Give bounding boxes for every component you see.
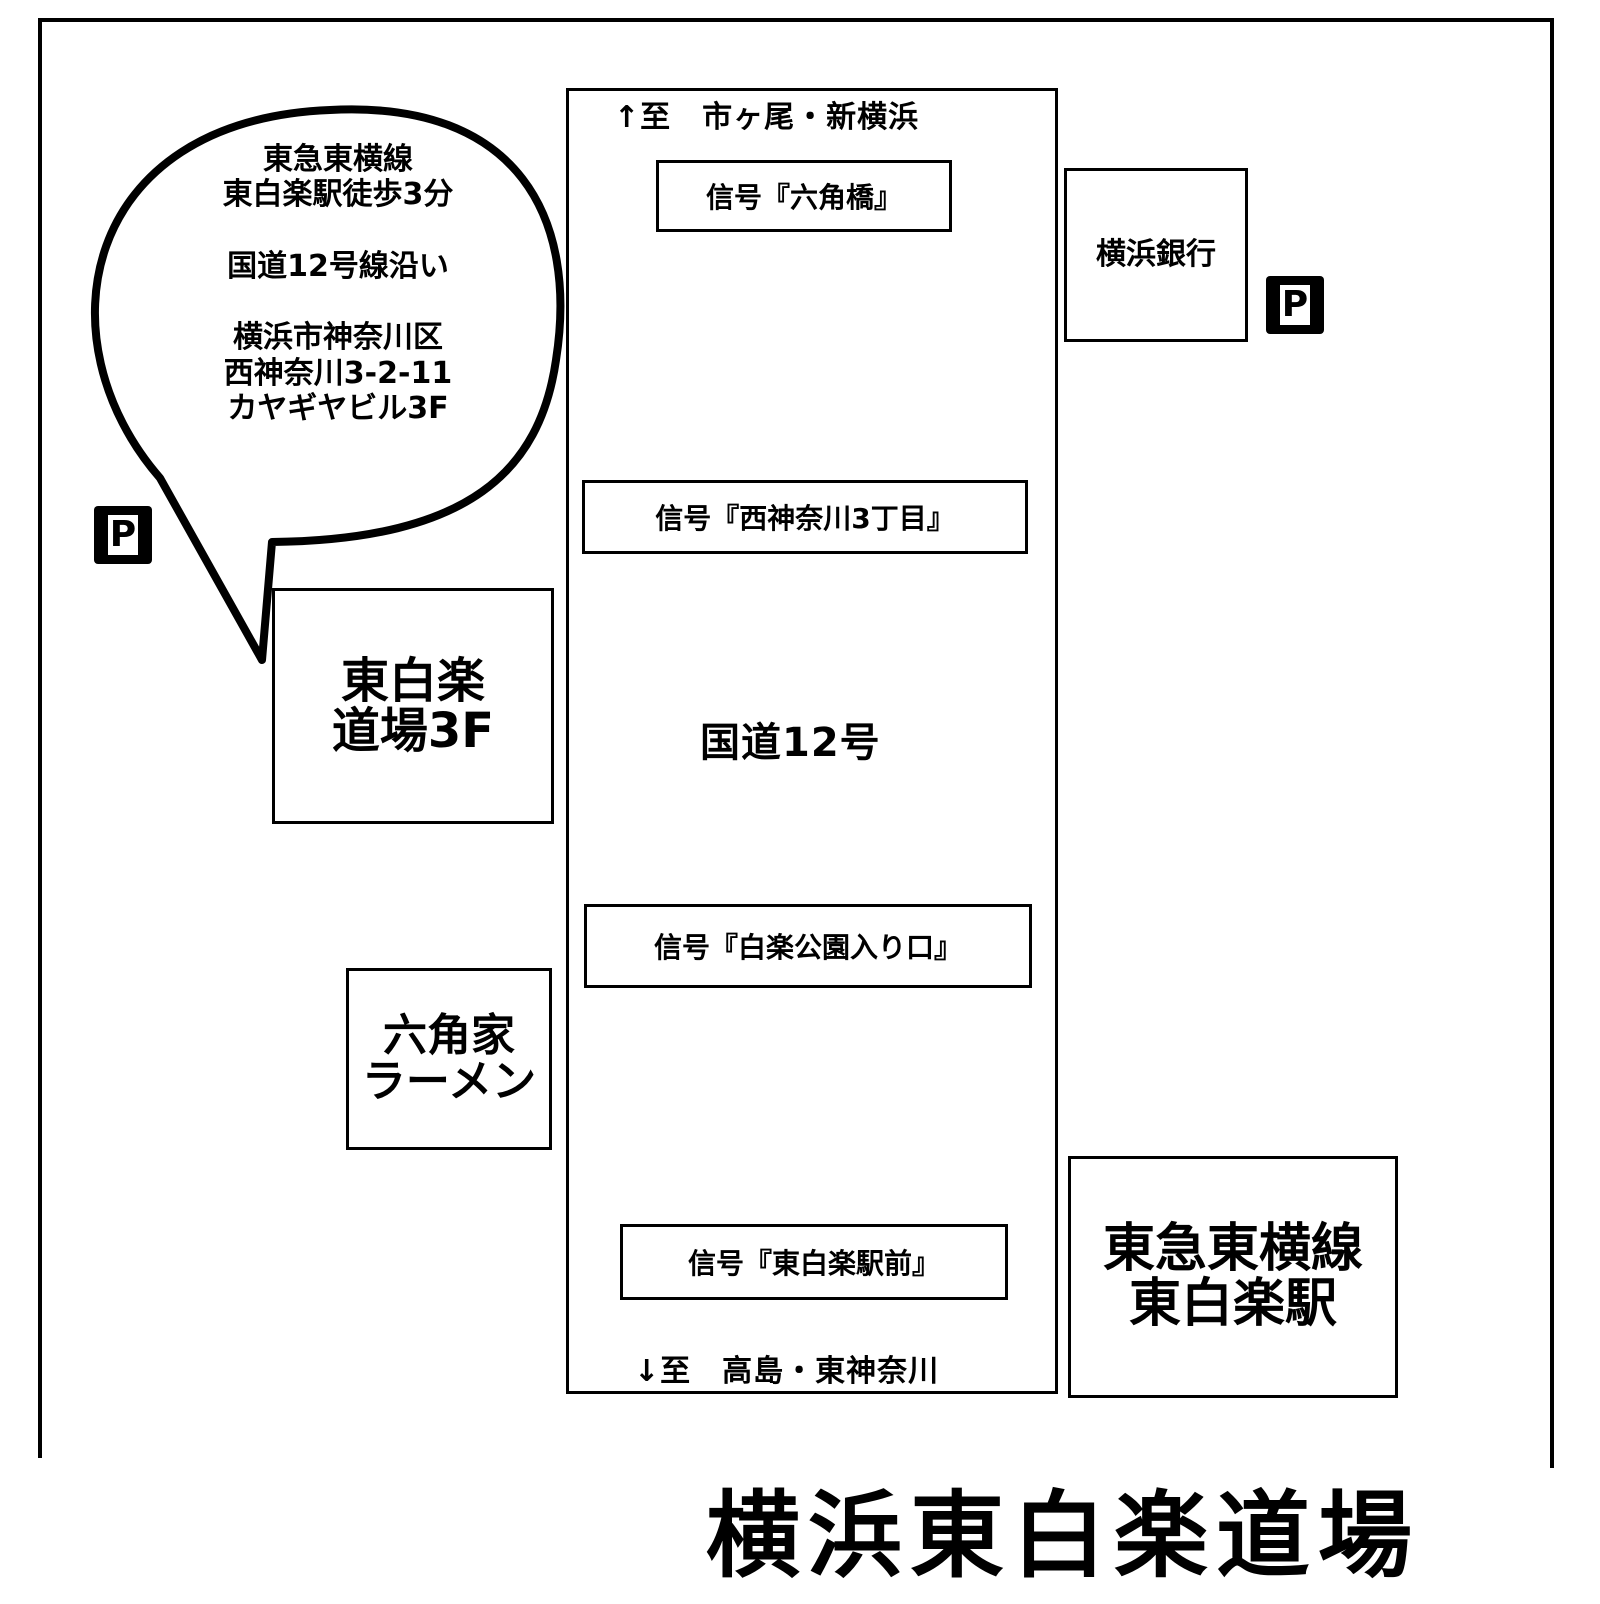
station-label-line1: 東急東横線 [1102,1219,1363,1280]
road-name-label: 国道12号 [700,720,881,766]
signal-nishikanagawa-3chome: 信号『西神奈川3丁目』 [582,480,1028,554]
signal-label: 信号『白楽公園入り口』 [653,931,962,964]
rokkakuya-ramen-shop: 六角家 ラーメン [346,968,552,1150]
callout-address-line1: 横浜市神奈川区 [233,320,443,356]
north-direction-label: ↑至 市ヶ尾・新横浜 [614,100,920,135]
parking-letter: P [1280,284,1310,325]
callout-route: 国道12号線沿い [227,248,449,284]
bank-label: 横浜銀行 [1096,237,1216,273]
frame-top [40,18,1554,22]
parking-icon: P [94,506,152,564]
parking-icon: P [1266,276,1324,334]
signal-label: 信号『六角橋』 [705,181,902,214]
signal-rokkakubashi: 信号『六角橋』 [656,160,952,232]
higashihakuraku-station: 東急東横線 東白楽駅 [1068,1156,1398,1398]
ramen-label-line1: 六角家 [383,1009,515,1061]
dojo-title: 横浜東白楽道場 [706,1481,1421,1591]
frame-left [38,18,42,1458]
callout-outline [90,105,565,664]
dojo-label-line1: 東白楽 [340,652,485,709]
south-direction-label: ↓至 高島・東神奈川 [634,1354,940,1389]
road-national-route-12 [566,88,1058,1394]
callout-text: 東急東横線 東白楽駅徒歩3分 国道12号線沿い 横浜市神奈川区 西神奈川3-2-… [118,142,558,426]
frame-right [1550,22,1554,1468]
callout-access-line1: 東急東横線 [263,142,413,177]
ramen-label-line2: ラーメン [361,1056,537,1107]
callout-address-line3: カヤギヤビル3F [227,390,449,426]
dojo-building: 東白楽 道場3F [272,588,554,824]
dojo-label-line2: 道場3F [331,703,495,759]
signal-hakuraku-park-entrance: 信号『白楽公園入り口』 [584,904,1032,988]
callout-access-line2: 東白楽駅徒歩3分 [222,177,454,213]
yokohama-bank-building: 横浜銀行 [1064,168,1248,342]
station-label-line2: 東白楽駅 [1128,1274,1337,1334]
parking-letter: P [108,514,138,555]
signal-label: 信号『西神奈川3丁目』 [655,502,955,535]
callout-address-line2: 西神奈川3-2-11 [223,355,453,391]
signal-higashihakuraku-station-front: 信号『東白楽駅前』 [620,1224,1008,1300]
signal-label: 信号『東白楽駅前』 [687,1247,940,1280]
